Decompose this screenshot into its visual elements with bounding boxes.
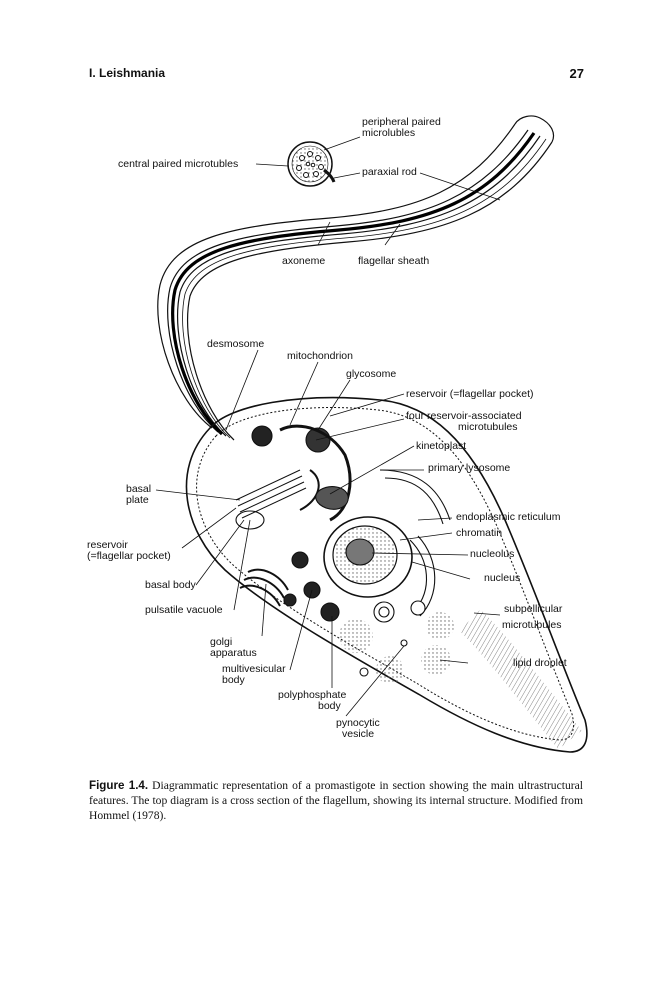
label-glycosome: glycosome	[346, 368, 397, 380]
label-central-paired-microtubles: central paired microtubles	[118, 158, 239, 170]
label-chromatin: chromatin	[456, 527, 503, 539]
label-body-mv: body	[222, 674, 245, 686]
label-microtubules-sub: microtubules	[502, 619, 562, 631]
label-basal-body: basal body	[145, 579, 196, 591]
label-endoplasmic-reticulum: endoplasmic reticulum	[456, 511, 561, 523]
label-flagellar-pocket-left: (=flagellar pocket)	[87, 550, 171, 562]
flagellum-cross-section	[287, 141, 336, 187]
label-microtubles: microlubles	[362, 127, 416, 139]
label-axoneme: axoneme	[282, 255, 326, 267]
leader-lines	[155, 136, 501, 717]
label-reservoir-left: reservoir	[87, 539, 128, 551]
label-multivesicular: multivesicular	[222, 663, 286, 675]
label-peripheral-paired: peripheral paired	[362, 116, 441, 128]
flagellum	[157, 115, 555, 441]
label-plate: plate	[126, 494, 149, 506]
running-head: I. Leishmania	[89, 66, 166, 80]
label-paraxial-rod: paraxial rod	[362, 166, 417, 178]
figure-label: Figure 1.4.	[89, 779, 149, 792]
label-mitochondrion: mitochondrion	[287, 350, 353, 362]
label-kinetoplast: kinetoplast	[416, 440, 467, 452]
promastigote-figure: peripheral paired microlubles central pa…	[87, 115, 588, 753]
label-flagellar-sheath: flagellar sheath	[358, 255, 430, 267]
label-primary-lysosome: primary lysosome	[428, 462, 511, 474]
page-number: 27	[569, 66, 584, 81]
label-golgi: golgi	[210, 636, 233, 648]
label-polyphosphate: polyphosphate	[278, 689, 347, 701]
label-basal: basal	[126, 483, 152, 495]
promastigote-diagram	[155, 115, 588, 753]
cell-body	[185, 396, 588, 753]
figure-caption: Figure 1.4. Diagrammatic representation …	[89, 778, 583, 823]
label-nucleus: nucleus	[484, 572, 521, 584]
label-lipid-droplet: lipid droplet	[513, 657, 567, 669]
label-vesicle: vesicle	[342, 728, 375, 740]
caption-text: Diagrammatic representation of a promast…	[89, 779, 583, 822]
label-microtubules: microtubules	[458, 421, 518, 433]
label-reservoir-top: reservoir (=flagellar pocket)	[406, 388, 534, 400]
label-nucleolus: nucleolus	[470, 548, 515, 560]
label-desmosome: desmosome	[207, 338, 265, 350]
label-pulsatile-vacuole: pulsatile vacuole	[145, 604, 223, 616]
label-apparatus: apparatus	[210, 647, 257, 659]
label-pynocytic: pynocytic	[336, 717, 380, 729]
label-body-pp: body	[318, 700, 341, 712]
label-subpellicular: subpellicular	[504, 603, 563, 615]
organelles	[235, 424, 454, 684]
label-four-reservoir: four reservoir-associated	[406, 410, 522, 422]
